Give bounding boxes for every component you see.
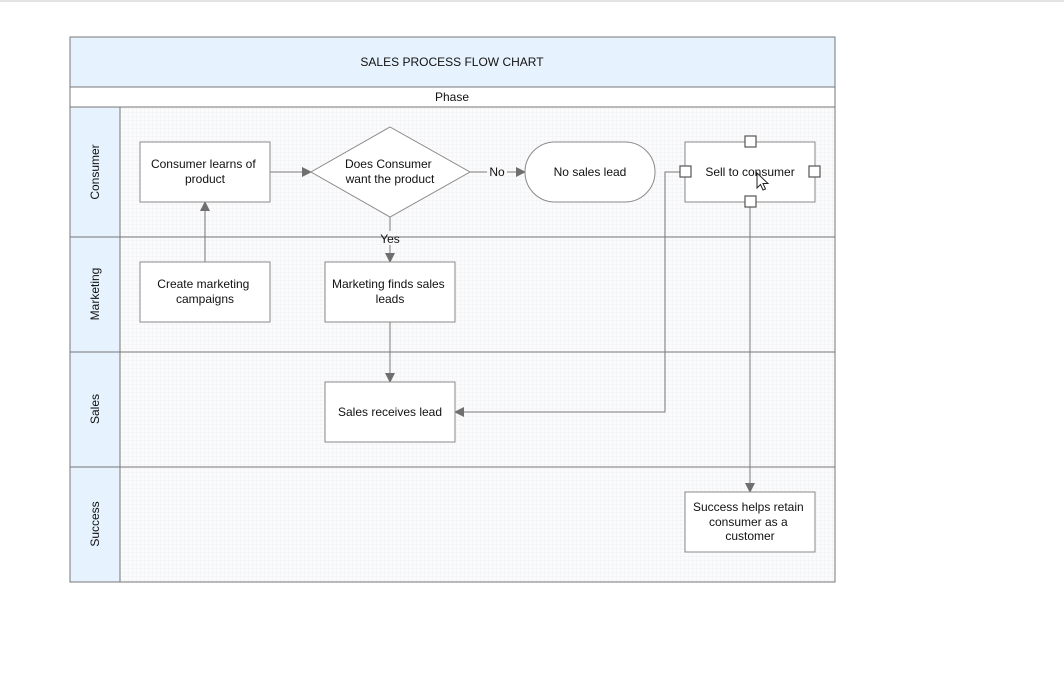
lane-header-consumer[interactable] bbox=[69, 106, 121, 238]
node-label-consumer-learns: Consumer learns of product bbox=[151, 157, 259, 186]
node-create-campaigns[interactable] bbox=[139, 261, 271, 323]
node-consumer-learns[interactable] bbox=[139, 141, 271, 203]
lane-label-marketing: Marketing bbox=[88, 268, 102, 321]
top-border-line bbox=[0, 0, 1064, 2]
lane-header-marketing[interactable] bbox=[69, 236, 121, 353]
mouse-pointer-icon bbox=[756, 171, 770, 191]
node-label-marketing-finds: Marketing finds sales leads bbox=[332, 277, 448, 306]
selection-handle-bottom[interactable] bbox=[744, 195, 757, 208]
lane-label-sales: Sales bbox=[88, 394, 102, 424]
node-label-sell-to-consumer: Sell to consumer bbox=[705, 165, 794, 179]
selection-handle-top[interactable] bbox=[744, 135, 757, 148]
node-label-no-sales-lead: No sales lead bbox=[554, 165, 627, 179]
node-success-retain[interactable] bbox=[684, 491, 816, 553]
node-label-sales-receives: Sales receives lead bbox=[338, 405, 442, 419]
node-sales-receives[interactable] bbox=[324, 381, 456, 443]
node-label-create-campaigns: Create marketing campaigns bbox=[157, 277, 252, 306]
edge-label-no: No bbox=[489, 165, 505, 179]
lane-label-consumer: Consumer bbox=[88, 144, 102, 199]
lane-body-sales[interactable] bbox=[119, 351, 836, 468]
node-decision-diamond[interactable] bbox=[309, 126, 472, 218]
lane-header-success[interactable] bbox=[69, 466, 121, 583]
selection-handle-left[interactable] bbox=[679, 165, 692, 178]
node-no-sales-lead[interactable] bbox=[524, 141, 656, 203]
chart-title: SALES PROCESS FLOW CHART bbox=[360, 55, 544, 69]
connector-sell-to-sales[interactable] bbox=[454, 171, 685, 417]
node-marketing-finds[interactable] bbox=[324, 261, 456, 323]
node-label-decision: Does Consumer want the product bbox=[345, 157, 435, 186]
node-label-success-retain: Success helps retain consumer as a custo… bbox=[693, 500, 807, 543]
phase-label: Phase bbox=[435, 90, 469, 104]
lane-label-success: Success bbox=[88, 501, 102, 546]
selection-handle-right[interactable] bbox=[808, 165, 821, 178]
edge-label-yes: Yes bbox=[380, 232, 400, 246]
